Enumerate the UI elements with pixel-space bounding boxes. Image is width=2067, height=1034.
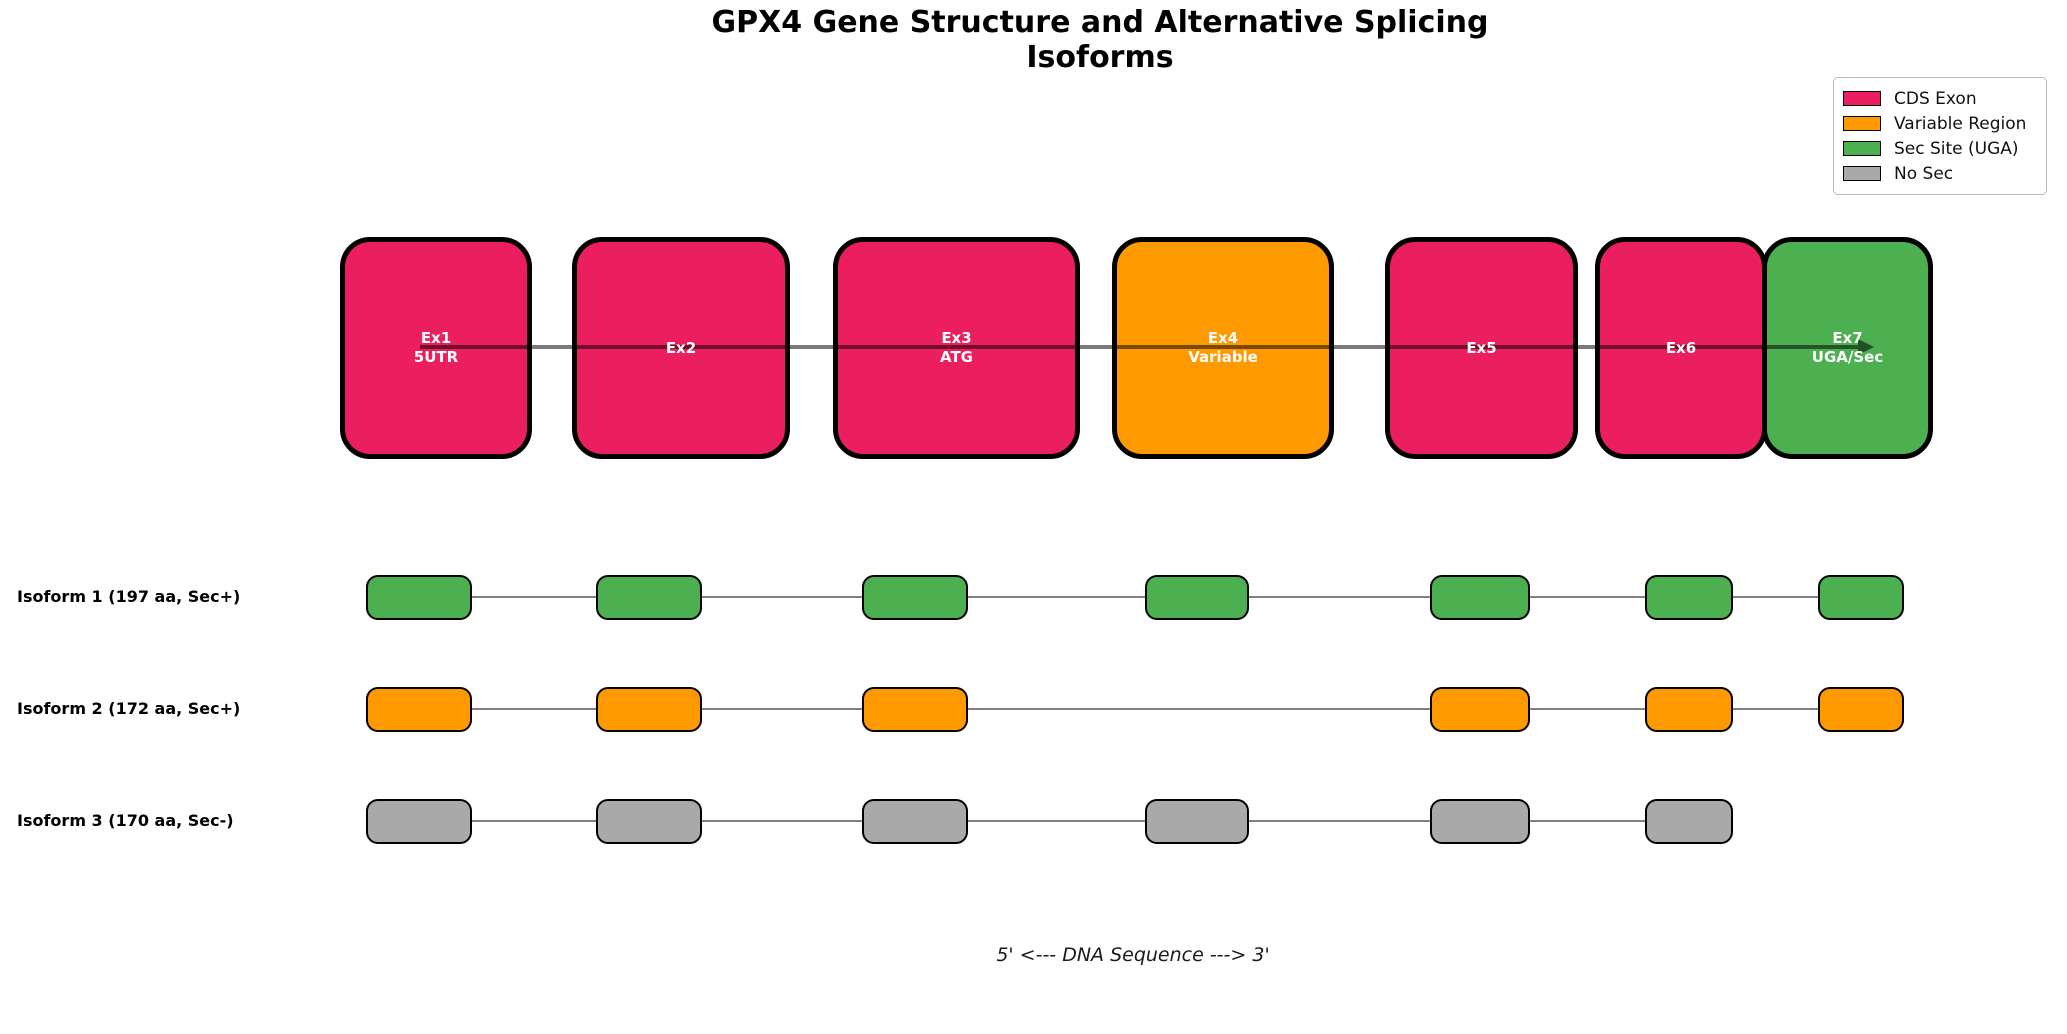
isoform-1-exon-5 bbox=[1430, 574, 1530, 620]
exon-label: Ex1 bbox=[420, 329, 452, 347]
legend-item: CDS Exon bbox=[1843, 86, 2037, 111]
legend-swatch-no_sec bbox=[1843, 166, 1881, 181]
isoform-1-exon-3 bbox=[862, 574, 968, 620]
exon-sublabel: 5UTR bbox=[413, 348, 459, 366]
isoform-1-exon-2 bbox=[596, 574, 702, 620]
exon-sublabel: UGA/Sec bbox=[1811, 348, 1884, 366]
exon-label: Ex2 bbox=[665, 338, 697, 357]
isoform-3-connector-line bbox=[419, 820, 1689, 822]
exon-label: Ex4 bbox=[1207, 329, 1239, 347]
isoform-3-exon-1 bbox=[366, 798, 472, 844]
isoform-3-exon-5 bbox=[1430, 798, 1530, 844]
exon-label: Ex7 bbox=[1832, 329, 1863, 347]
isoform-2-exon-2 bbox=[596, 686, 702, 732]
isoform-1-exon-1 bbox=[366, 574, 472, 620]
legend-swatch-variable bbox=[1843, 116, 1881, 131]
isoform-2-exon-7 bbox=[1818, 686, 1904, 732]
legend-item: Variable Region bbox=[1843, 111, 2037, 136]
legend-item-label: Sec Site (UGA) bbox=[1894, 138, 2019, 159]
isoform-3-label: Isoform 3 (170 aa, Sec-) bbox=[17, 811, 234, 830]
isoform-2-exon-6 bbox=[1645, 686, 1733, 732]
isoform-3-exon-6 bbox=[1645, 798, 1733, 844]
isoform-3-exon-4 bbox=[1145, 798, 1249, 844]
isoform-1-connector-line bbox=[419, 596, 1861, 598]
exon-sublabel: ATG bbox=[940, 348, 973, 366]
isoform-1-exon-6 bbox=[1645, 574, 1733, 620]
isoform-1-exon-4 bbox=[1145, 574, 1249, 620]
isoform-2-exon-5 bbox=[1430, 686, 1530, 732]
legend-item-label: CDS Exon bbox=[1894, 88, 1977, 109]
exon-label: Ex6 bbox=[1665, 338, 1697, 357]
legend-swatch-cds bbox=[1843, 91, 1881, 106]
exon-label: Ex5 bbox=[1466, 338, 1497, 357]
isoform-2-label: Isoform 2 (172 aa, Sec+) bbox=[17, 699, 241, 718]
isoform-2-connector-line bbox=[419, 708, 1861, 710]
figure-title: GPX4 Gene Structure and Alternative Spli… bbox=[711, 5, 1489, 75]
isoform-2-exon-3 bbox=[862, 686, 968, 732]
isoform-3-exon-2 bbox=[596, 798, 702, 844]
isoform-1-label: Isoform 1 (197 aa, Sec+) bbox=[17, 587, 241, 606]
isoform-2-exon-1 bbox=[366, 686, 472, 732]
gene-axis-arrowhead-icon bbox=[1858, 339, 1874, 355]
dna-axis-note: 5' <--- DNA Sequence ---> 3' bbox=[996, 944, 1270, 966]
exon-label: Ex3 bbox=[941, 329, 972, 347]
legend-item-label: Variable Region bbox=[1894, 113, 2027, 134]
exon-sublabel: Variable bbox=[1188, 348, 1258, 366]
legend-item: Sec Site (UGA) bbox=[1843, 136, 2037, 161]
legend-swatch-sec bbox=[1843, 141, 1881, 156]
isoform-1-exon-7 bbox=[1818, 574, 1904, 620]
legend-item: No Sec bbox=[1843, 161, 2037, 186]
legend-item-label: No Sec bbox=[1894, 163, 1954, 184]
isoform-3-exon-3 bbox=[862, 798, 968, 844]
gene-axis-line bbox=[420, 345, 1858, 349]
